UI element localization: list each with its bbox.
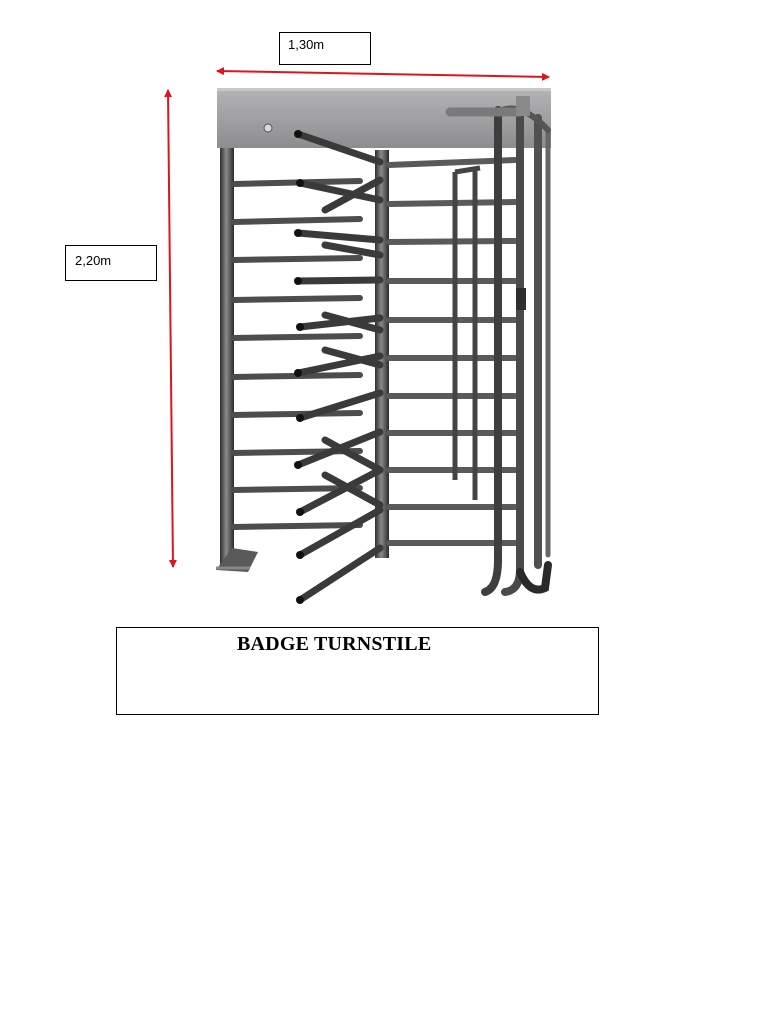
height-dimension-label: 2,20m — [65, 245, 157, 281]
turnstile-right-frame — [445, 96, 552, 596]
turnstile-left-frame — [216, 148, 258, 572]
turnstile-arm-tips — [294, 130, 304, 604]
height-dimension-arrow — [164, 89, 177, 568]
turnstile-left-bars — [231, 178, 363, 530]
width-dimension-label: 1,30m — [279, 32, 371, 65]
caption-title: BADGE TURNSTILE — [237, 633, 432, 655]
caption-box: BADGE TURNSTILE — [116, 627, 599, 715]
width-dimension-arrow — [216, 67, 550, 81]
turnstile-inner-frame — [452, 165, 481, 500]
turnstile-rotor-arms — [294, 130, 384, 604]
